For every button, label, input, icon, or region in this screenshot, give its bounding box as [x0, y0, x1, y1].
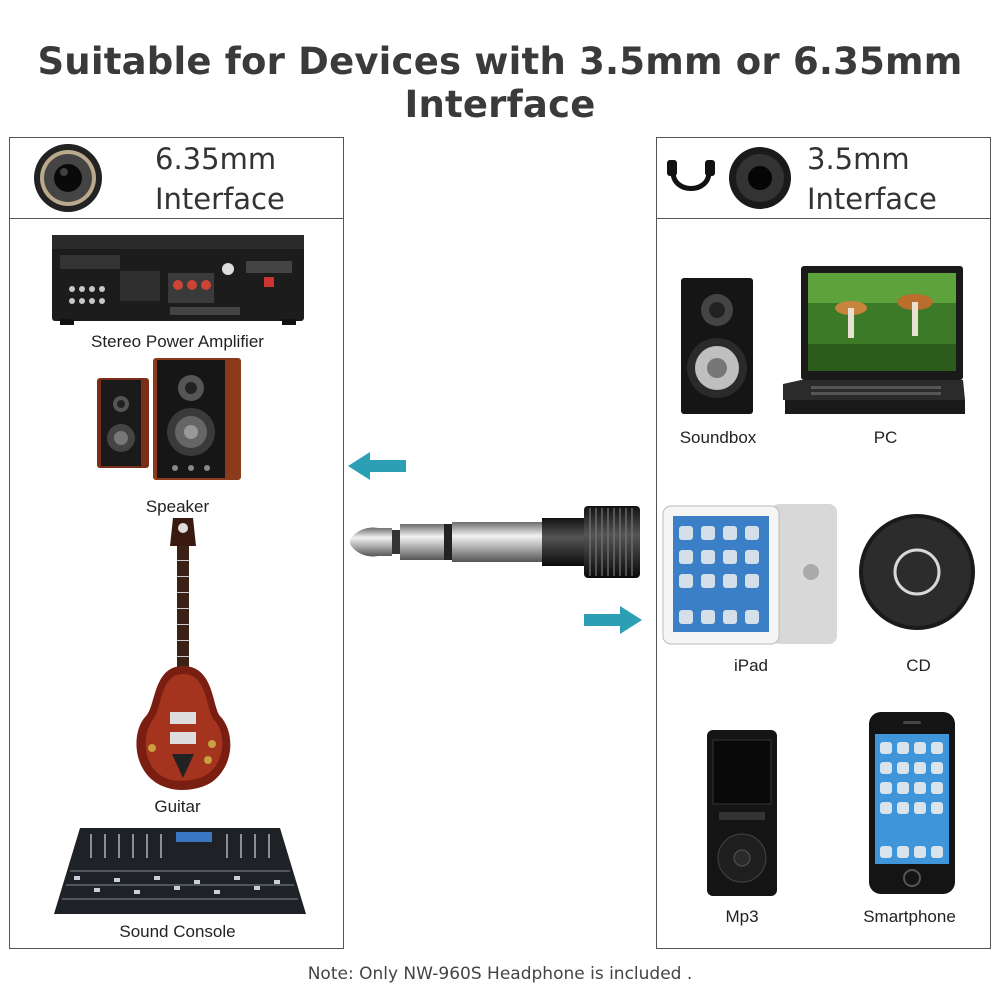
speaker-icon — [95, 356, 245, 484]
device-label-cd: CD — [906, 656, 931, 675]
right-panel-header: 3.5mm Interface — [657, 138, 990, 219]
device-label-amplifier: Stereo Power Amplifier — [91, 332, 264, 351]
headphone-icon — [667, 154, 715, 202]
laptop-icon — [781, 264, 965, 418]
left-panel: 6.35mm Interface Stereo Power Amplifier — [9, 137, 344, 949]
footnote: Note: Only NW-960S Headphone is included… — [307, 964, 693, 984]
device-label-speaker: Speaker — [145, 497, 210, 516]
smartphone-icon — [867, 710, 957, 896]
soundbox-icon — [679, 276, 755, 416]
guitar-icon — [128, 516, 238, 794]
device-label-soundbox: Soundbox — [679, 428, 757, 447]
left-panel-header: 6.35mm Interface — [10, 138, 343, 219]
left-header-line2: Interface — [155, 182, 285, 216]
mp3-player-icon — [705, 728, 779, 898]
cd-player-icon — [857, 512, 977, 632]
amplifier-icon — [50, 231, 306, 327]
right-header-line2: Interface — [807, 182, 937, 216]
right-panel: 3.5mm Interface Soundbox PC — [656, 137, 991, 949]
arrow-left-icon — [348, 450, 408, 482]
arrow-right-icon — [584, 604, 644, 636]
jack-socket-icon — [727, 145, 793, 211]
device-label-pc: PC — [873, 428, 898, 447]
device-label-guitar: Guitar — [154, 797, 201, 816]
left-header-line1: 6.35mm — [155, 142, 277, 176]
mixing-console-icon — [50, 824, 310, 920]
tablet-icon — [661, 502, 839, 648]
device-label-smartphone: Smartphone — [863, 907, 956, 926]
device-label-sound-console: Sound Console — [119, 922, 236, 941]
adapter-plug-icon — [348, 500, 646, 590]
device-label-ipad: iPad — [733, 656, 769, 675]
page-title: Suitable for Devices with 3.5mm or 6.35m… — [37, 40, 963, 126]
right-header-line1: 3.5mm — [807, 142, 910, 176]
device-label-mp3: Mp3 — [725, 907, 759, 926]
jack-socket-icon — [32, 142, 104, 214]
